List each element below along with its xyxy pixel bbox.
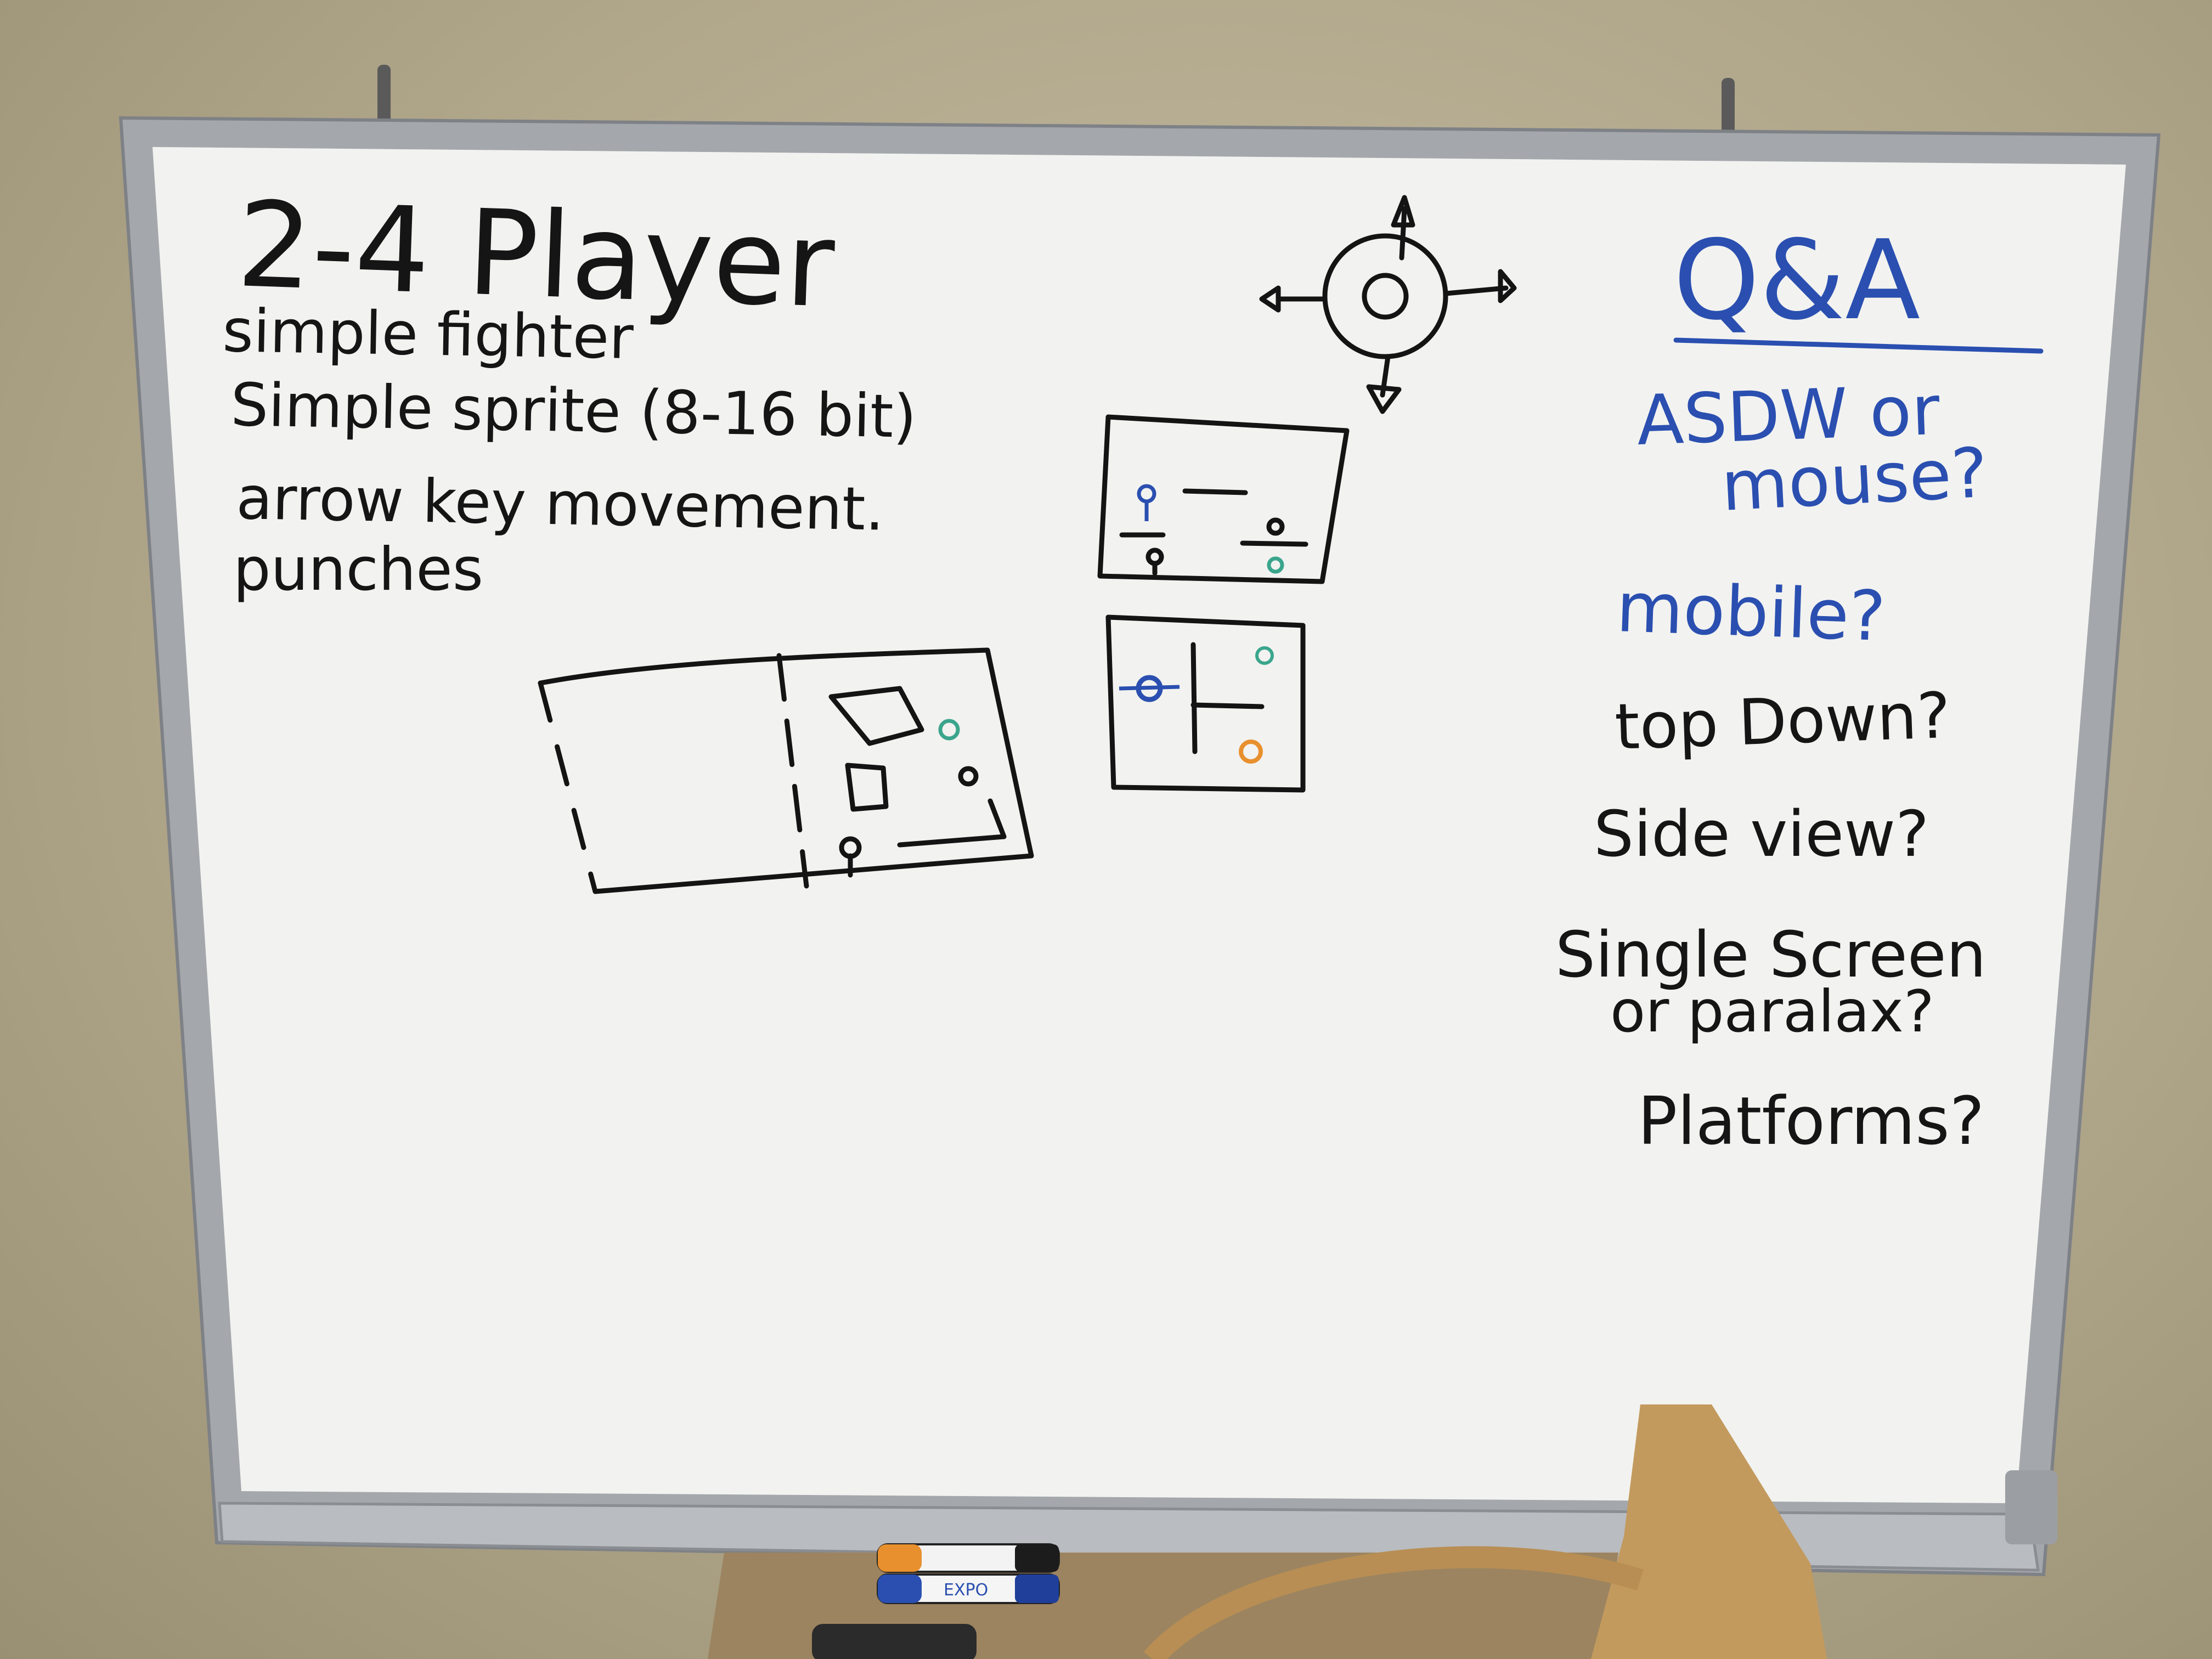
hanging-clip-right: [1722, 78, 1735, 144]
sketch-top-down: [1105, 614, 1306, 793]
qa-question-1: ASDW or: [1635, 371, 1942, 461]
sketch-side-view: [1097, 414, 1350, 584]
qa-question-6: Single Screen: [1555, 918, 1986, 992]
qa-question-8: Platforms?: [1638, 1084, 1984, 1160]
qa-question-5: Side view?: [1594, 798, 1929, 871]
direction-diagram: [1259, 195, 1517, 414]
qa-heading: Q&A: [1673, 217, 1920, 345]
qa-question-4: top Down?: [1613, 679, 1951, 764]
notes-line-3: arrow key movement.: [236, 464, 885, 544]
notes-line-4: punches: [233, 535, 483, 604]
notes-line-1: simple fighter: [222, 297, 635, 373]
notes-line-2: Simple sprite (8-16 bit): [230, 371, 917, 452]
whiteboard-sheen: [153, 147, 2126, 1503]
sketch-scrolling-map: [538, 647, 1034, 894]
qa-question-3: mobile?: [1615, 568, 1887, 657]
marker-blue-label: EXPO: [944, 1581, 988, 1600]
chair-back: [1591, 1404, 1827, 1659]
whiteboard-surface: [153, 147, 2126, 1503]
qa-question-2: mouse?: [1719, 433, 1990, 527]
eraser: [812, 1624, 977, 1659]
hanging-clip-left: [377, 65, 391, 136]
qa-question-7: or paralax?: [1610, 978, 1934, 1045]
notes-title: 2-4 Player: [235, 176, 837, 334]
tray-end-cap: [2005, 1470, 2057, 1544]
chair-rail: [1143, 1546, 1644, 1659]
marker-orange[interactable]: [877, 1543, 1060, 1573]
marker-blue[interactable]: EXPO: [877, 1573, 1060, 1604]
qa-underline: [1673, 337, 2044, 354]
